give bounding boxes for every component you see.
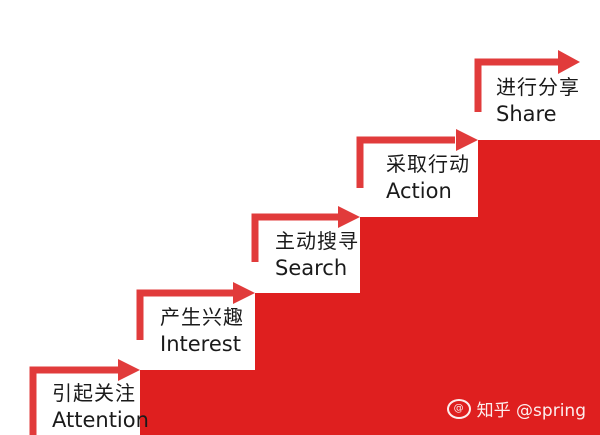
step-label-action: 采取行动 Action: [386, 152, 470, 204]
step-en-text: Search: [275, 256, 348, 280]
watermark: @ 知乎 @spring: [446, 396, 586, 421]
stair-arrow-line: [356, 136, 455, 188]
step-label-search: 主动搜寻 Search: [275, 229, 359, 281]
staircase-fill: [140, 140, 600, 435]
step-zh-text: 进行分享: [496, 75, 580, 99]
step-en-text: Action: [386, 179, 452, 203]
step-en-text: Share: [496, 102, 557, 126]
step-zh-text: 采取行动: [386, 152, 470, 176]
watermark-text: 知乎 @spring: [476, 401, 586, 421]
at-icon: @: [446, 398, 471, 419]
stair-arrow-line: [251, 213, 338, 262]
arrow-head-icon: [456, 129, 478, 151]
step-zh-text: 引起关注: [52, 381, 136, 405]
arrow-head-icon: [338, 206, 360, 228]
step-en-text: Attention: [52, 408, 149, 432]
arrow-head-icon: [558, 50, 580, 74]
arrow-head-icon: [233, 282, 255, 304]
step-label-attention: 引起关注 Attention: [52, 381, 149, 433]
step-label-share: 进行分享 Share: [496, 75, 580, 127]
stair-arrow-line: [29, 366, 120, 435]
step-zh-text: 产生兴趣: [160, 305, 244, 329]
stair-arrow-line: [136, 289, 235, 340]
step-en-text: Interest: [160, 332, 241, 356]
arrow-head-icon: [118, 359, 140, 381]
step-label-interest: 产生兴趣 Interest: [160, 305, 244, 357]
step-zh-text: 主动搜寻: [275, 229, 359, 253]
stair-arrow-line: [474, 58, 560, 112]
